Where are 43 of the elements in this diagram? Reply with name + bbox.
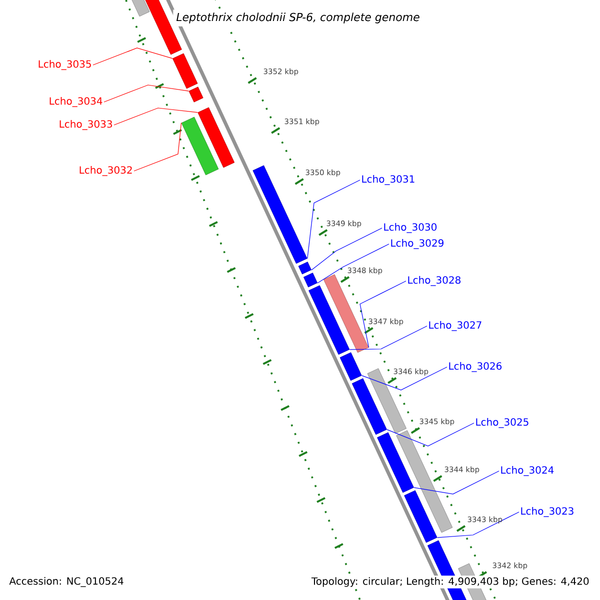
leader-line [307, 180, 360, 259]
gene-bar [181, 116, 219, 176]
gene-bar [377, 432, 414, 493]
gene-bar [172, 53, 198, 89]
gene-label: Lcho_3026 [449, 362, 502, 372]
title: Leptothrix cholodnii SP-6, complete genome [173, 10, 423, 26]
leader-line [362, 366, 448, 390]
gene-label: Lcho_3023 [521, 507, 574, 517]
leader-line [317, 244, 390, 284]
leader-line [114, 108, 198, 126]
gene-label: Lcho_3024 [501, 466, 554, 476]
gene-bar [188, 86, 204, 102]
leader-line [414, 470, 500, 494]
leader-line [360, 280, 406, 348]
gene-label: Lcho_3025 [476, 418, 528, 428]
gene-label: Lcho_3031 [362, 175, 414, 185]
gene-label: Lcho_3035 [38, 60, 91, 70]
leader-line [386, 422, 474, 446]
gene-bar [308, 285, 350, 355]
leader-line [92, 48, 173, 66]
gene-bar [340, 352, 362, 381]
gene-label: Lcho_3030 [384, 223, 437, 233]
gene-label: Lcho_3033 [60, 120, 112, 130]
leader-line [349, 326, 428, 350]
gene-bar [352, 378, 387, 435]
gene-bar [252, 165, 308, 264]
gene-label: Lcho_3028 [408, 276, 460, 286]
accession-text: Accession: NC_010524 [9, 577, 124, 587]
gene-label: Lcho_3034 [50, 97, 102, 107]
gene-label: Lcho_3032 [80, 166, 132, 176]
gene-bar [198, 107, 235, 168]
gene-bar [298, 262, 312, 274]
leader-line [104, 84, 189, 102]
gene-label: Lcho_3029 [391, 239, 444, 249]
leader-line [311, 228, 382, 270]
gene-bar [323, 274, 369, 353]
leader-line [437, 512, 520, 538]
gene-bar [303, 272, 318, 288]
gene-bar [129, 0, 150, 17]
genome-info-text: Topology: circular; Length: 4,909,403 bp; Genes: 4,420 [310, 576, 591, 588]
gene-bar [404, 490, 438, 543]
leader-line [134, 122, 182, 172]
gene-label: Lcho_3027 [429, 321, 482, 331]
